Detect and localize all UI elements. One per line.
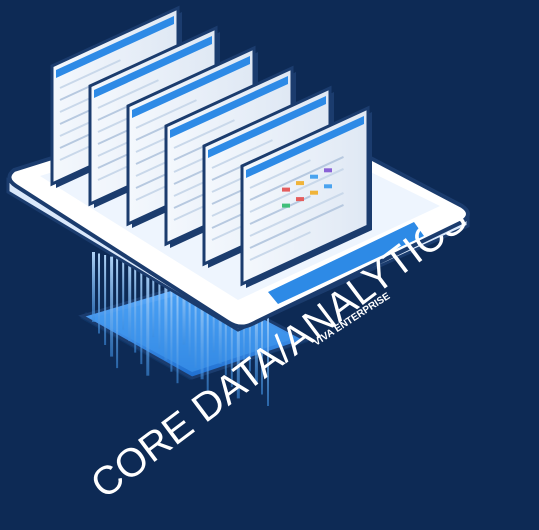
data-beam	[218, 283, 222, 364]
data-beam	[134, 262, 137, 353]
data-beam	[261, 294, 263, 395]
data-beam	[248, 291, 251, 372]
data-beam	[92, 252, 95, 322]
data-beam	[194, 277, 197, 368]
data-beam	[236, 288, 240, 399]
data-beam	[158, 268, 161, 349]
report-screen	[240, 105, 372, 288]
data-beam	[267, 296, 269, 406]
data-beam	[188, 276, 191, 357]
data-beam	[110, 256, 114, 357]
data-beam	[98, 253, 100, 334]
data-beam	[230, 286, 233, 387]
data-beam	[146, 265, 150, 376]
data-beam	[104, 255, 107, 345]
data-beam	[170, 271, 173, 372]
data-beam	[224, 285, 227, 376]
data-beam	[116, 258, 119, 369]
data-beam	[212, 282, 215, 353]
data-beam	[152, 267, 155, 338]
data-beam	[176, 273, 179, 384]
data-beam	[140, 264, 143, 365]
data-beam	[182, 274, 186, 345]
data-beam	[200, 279, 204, 380]
data-beam	[128, 261, 132, 342]
report-screens	[50, 5, 372, 288]
data-beam	[122, 259, 125, 330]
data-beam	[206, 280, 209, 391]
data-beam	[254, 293, 258, 383]
data-beam	[164, 270, 168, 361]
data-beams	[92, 252, 269, 406]
